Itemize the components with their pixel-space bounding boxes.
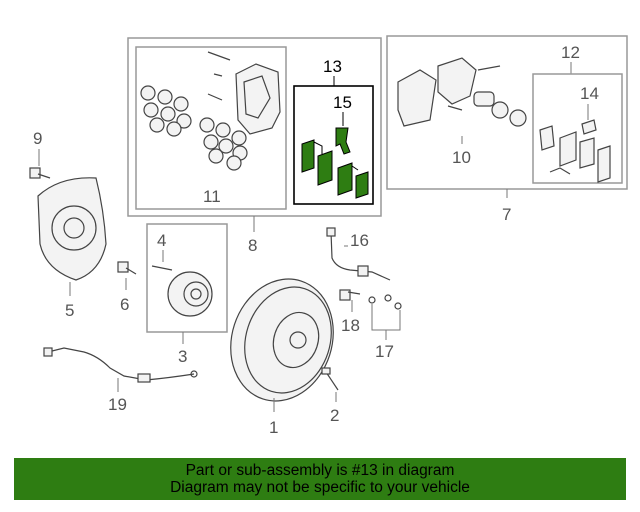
bolt-6[interactable]: [117, 261, 137, 275]
brake-pads-13[interactable]: [301, 139, 369, 199]
group-box-12: [532, 73, 623, 184]
callout-13: 13: [323, 57, 342, 76]
group-box-3: [146, 223, 228, 333]
group-box-11: [135, 46, 287, 210]
washers-17[interactable]: [368, 294, 402, 310]
callout-15: 15: [333, 93, 352, 112]
callout-2: 2: [330, 406, 339, 425]
bolt-18[interactable]: [339, 289, 361, 301]
banner-line-1: Part or sub-assembly is #13 in diagram: [185, 462, 455, 479]
callout-4: 4: [157, 231, 166, 250]
callout-3: 3: [178, 347, 187, 366]
callout-6: 6: [120, 295, 129, 314]
bolt-9[interactable]: [29, 167, 51, 179]
caliper-pistons-11[interactable]: [140, 85, 248, 171]
pad-hardware-15[interactable]: [335, 127, 351, 155]
abs-sensor-19[interactable]: [43, 347, 198, 383]
banner-line-2: Diagram may not be specific to your vehi…: [170, 479, 470, 496]
screw-2[interactable]: [321, 367, 339, 391]
callout-17: 17: [375, 342, 394, 361]
brake-hose-16[interactable]: [326, 227, 391, 281]
wheel-stud-4[interactable]: [151, 265, 173, 271]
callout-18: 18: [341, 316, 360, 335]
callout-9: 9: [33, 129, 42, 148]
dust-shield-5[interactable]: [37, 177, 107, 281]
callout-19: 19: [108, 395, 127, 414]
callout-12: 12: [561, 43, 580, 62]
callout-16: 16: [350, 231, 369, 250]
brake-rotor-1[interactable]: [215, 266, 348, 415]
callout-8: 8: [248, 236, 257, 255]
callout-1: 1: [269, 418, 278, 437]
callout-10: 10: [452, 148, 471, 167]
rear-brake-pads-14[interactable]: [539, 119, 611, 183]
callout-7: 7: [502, 205, 511, 224]
caliper-assembly-10[interactable]: [397, 57, 527, 127]
callout-5: 5: [65, 301, 74, 320]
caliper-body[interactable]: [207, 51, 281, 135]
callout-11: 11: [203, 187, 221, 206]
info-banner: Part or sub-assembly is #13 in diagram D…: [14, 458, 626, 500]
hub-assembly-3[interactable]: [167, 271, 213, 317]
callout-14: 14: [580, 84, 599, 103]
